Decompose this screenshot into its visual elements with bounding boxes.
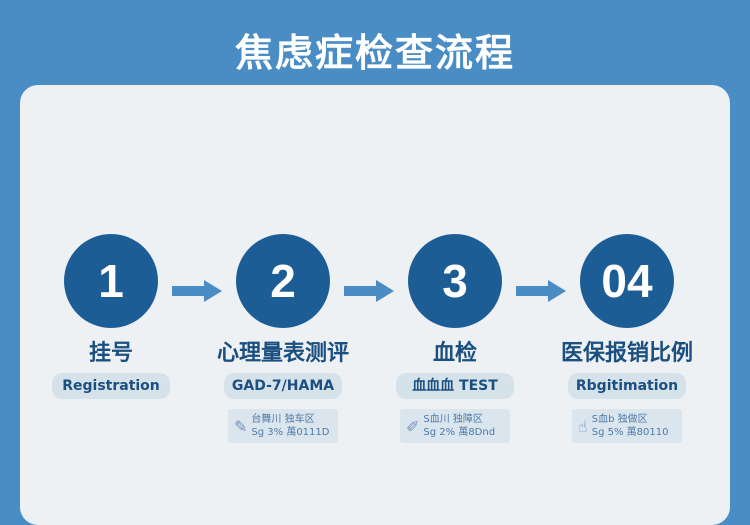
arrow-right-icon: [344, 280, 394, 302]
step-note: ✐ S血川 独障区 Sg 2% 萬8Dnd: [400, 409, 510, 443]
note-line: S血b 独做区: [591, 414, 648, 425]
note-line: Sg 2% 萬8Dnd: [423, 427, 496, 438]
step-label: 挂号: [88, 341, 133, 366]
syringe-icon: ✐: [406, 416, 420, 436]
step-note: ☝ S血b 独做区 Sg 5% 萬80110: [572, 409, 682, 443]
note-line: S血川 独障区: [423, 414, 483, 425]
step-label: 医保报销比例: [560, 341, 693, 366]
step-number-circle: 3: [408, 234, 502, 328]
step-tag: Registration: [52, 373, 170, 399]
step-tag: GAD-7/HAMA: [224, 373, 342, 399]
arrow-right-icon: [172, 280, 222, 302]
note-line: Sg 3% 萬0111D: [251, 427, 330, 438]
note-line: Sg 5% 萬80110: [591, 427, 669, 438]
page-title: 焦虑症检查流程: [234, 31, 515, 75]
step-tag: Rbgitimation: [568, 373, 686, 399]
note-line: 台舞川 独车区: [251, 414, 315, 425]
step-number-circle: 1: [64, 234, 158, 328]
step-3: 3 血检 血血血 TEST ✐ S血川 独障区 Sg 2% 萬8Dnd: [369, 234, 541, 443]
step-tag: 血血血 TEST: [396, 373, 514, 399]
step-2: 2 心理量表测评 GAD-7/HAMA ✎ 台舞川 独车区 Sg 3% 萬0111…: [197, 234, 369, 443]
step-label: 心理量表测评: [216, 341, 349, 366]
step-number-circle: 2: [236, 234, 330, 328]
step-4: 04 医保报销比例 Rbgitimation ☝ S血b 独做区 Sg 5% 萬8…: [541, 234, 713, 443]
step-note: ✎ 台舞川 独车区 Sg 3% 萬0111D: [228, 409, 338, 443]
step-label: 血检: [432, 341, 477, 366]
step-number-circle: 04: [580, 234, 674, 328]
pen-icon: ✎: [234, 416, 248, 436]
hand-icon: ☝: [578, 416, 588, 436]
step-1: 1 挂号 Registration: [25, 234, 197, 399]
arrow-right-icon: [516, 280, 566, 302]
